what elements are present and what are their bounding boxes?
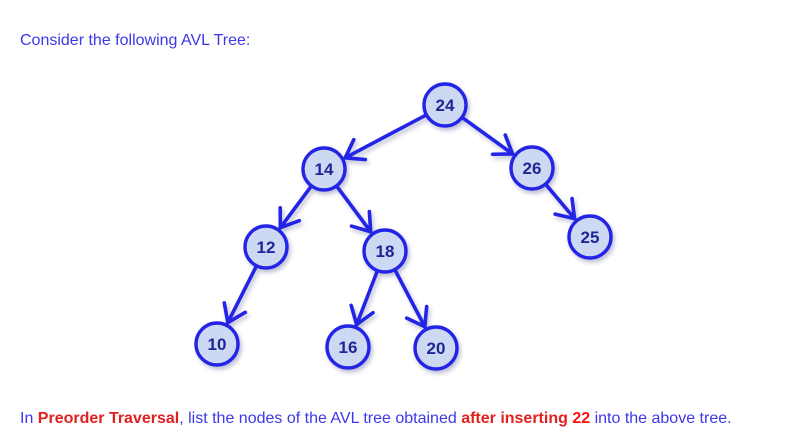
tree-node-25: 25	[567, 214, 613, 260]
tree-edge-14-18	[335, 184, 373, 234]
question-segment: into the above tree.	[590, 410, 732, 427]
tree-edge-24-26	[461, 116, 515, 157]
tree-node-value: 10	[208, 335, 227, 354]
tree-edges	[222, 113, 577, 329]
question-segment: In	[20, 410, 38, 427]
question-segment-insert-action: after inserting	[461, 410, 573, 427]
tree-node-circle	[301, 146, 347, 192]
tree-node-value: 16	[339, 338, 358, 357]
question-segment-traversal-type: Preorder Traversal	[37, 410, 180, 427]
question-segment: , list the nodes of the AVL tree obtaine…	[179, 410, 462, 427]
tree-node-16: 16	[325, 324, 371, 370]
tree-edge-12-10	[222, 264, 258, 325]
tree-node-24: 24	[422, 82, 468, 128]
question-text: In Preorder Traversal, list the nodes of…	[20, 409, 732, 429]
tree-node-circle	[362, 228, 408, 274]
tree-node-circle	[413, 325, 459, 371]
tree-node-14: 14	[301, 146, 347, 192]
tree-node-circle	[422, 82, 468, 128]
tree-node-value: 24	[436, 96, 455, 115]
tree-node-value: 20	[427, 339, 446, 358]
question-intro-text: Consider the following AVL Tree:	[20, 32, 251, 49]
tree-node-10: 10	[194, 321, 240, 367]
tree-edge-26-25	[544, 183, 577, 221]
tree-node-value: 26	[523, 159, 542, 178]
tree-node-20: 20	[413, 325, 459, 371]
tree-node-value: 12	[257, 238, 276, 257]
tree-node-circle	[243, 224, 289, 270]
tree-node-value: 14	[315, 160, 334, 179]
tree-node-circle	[194, 321, 240, 367]
tree-node-circle	[509, 145, 555, 191]
tree-nodes: 24 14 26 12 18 25 10 16 20	[194, 82, 613, 371]
tree-edge-24-14	[343, 113, 428, 162]
tree-node-circle	[325, 324, 371, 370]
tree-node-12: 12	[243, 224, 289, 270]
tree-edge-18-20	[393, 268, 429, 329]
tree-node-value: 18	[376, 242, 395, 261]
tree-node-18: 18	[362, 228, 408, 274]
tree-node-26: 26	[509, 145, 555, 191]
tree-edge-18-16	[349, 269, 379, 327]
tree-edge-14-12	[278, 184, 313, 230]
tree-node-circle	[567, 214, 613, 260]
tree-node-value: 25	[581, 228, 600, 247]
question-segment-insert-value: 22	[572, 410, 591, 427]
